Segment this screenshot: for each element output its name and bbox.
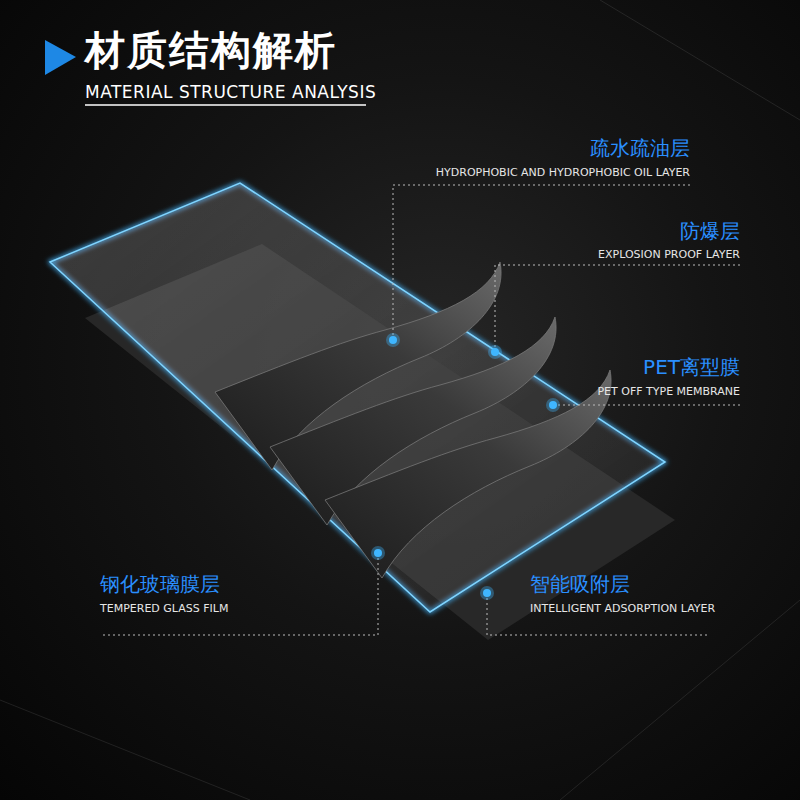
leader-lines — [100, 185, 740, 635]
title-underline — [85, 104, 366, 106]
glass-glow — [50, 183, 665, 612]
layer-name: 防爆层 — [680, 219, 740, 243]
subtitle: MATERIAL STRUCTURE ANALYSIS — [85, 82, 376, 102]
tempered-glass — [50, 183, 665, 612]
layer-name: PET离型膜 — [643, 355, 740, 379]
layer-name-en: TEMPERED GLASS FILM — [100, 602, 228, 615]
layer-name: 钢化玻璃膜层 — [100, 572, 220, 596]
title: 材质结构解析 — [85, 26, 337, 74]
pet-film — [325, 370, 611, 578]
layer-name-en: PET OFF TYPE MEMBRANE — [597, 385, 740, 398]
title-triangle — [45, 40, 76, 75]
layer-name-en: EXPLOSION PROOF LAYER — [598, 248, 740, 261]
layer-name-en: HYDROPHOBIC AND HYDROPHOBIC OIL LAYER — [436, 166, 690, 179]
callout-dots — [371, 333, 560, 600]
layer-name-en: INTELLIGENT ADSORPTION LAYER — [530, 602, 715, 615]
layer-name: 疏水疏油层 — [590, 136, 690, 160]
layer-name: 智能吸附层 — [530, 572, 630, 596]
